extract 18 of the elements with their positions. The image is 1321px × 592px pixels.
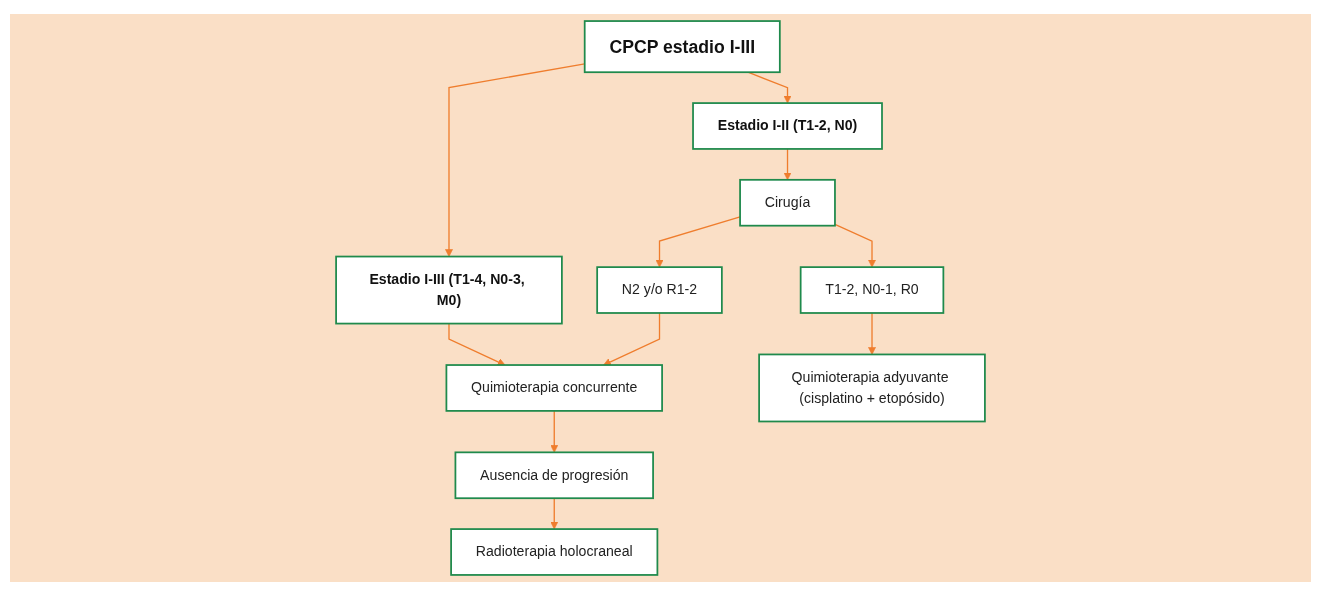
node-box: Ausencia de progresión [454,451,654,500]
arrow [868,312,876,355]
arrow [783,148,792,181]
node-box: Quimioterapia concurrente [445,364,663,412]
node-box: Radioterapia holocraneal [450,528,659,576]
node-box: Cirugía [739,178,836,227]
arrow [550,410,559,453]
arrow [834,223,876,268]
node-box: CPCP estadio I-III [583,20,781,74]
arrow [603,312,661,366]
arrow [550,497,559,530]
node-box: Quimioterapia adyuvante (cisplatino + etopósido) [758,353,986,423]
node-box: N2 y/o R1-2 [596,266,723,314]
node-box: Estadio I-III (T1-4, N0-3, M0) [335,255,563,325]
arrow [655,216,741,268]
node-box: Estadio I-II (T1-2, N0) [692,102,883,150]
arrow [448,322,506,366]
node-box: T1-2, N0-1, R0 [799,266,945,314]
